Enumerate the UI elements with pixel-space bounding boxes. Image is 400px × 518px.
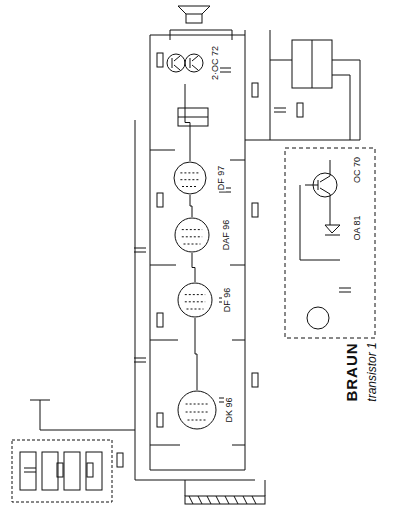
transformer-core <box>312 40 313 88</box>
tube-envelope <box>173 161 207 195</box>
transistor-leads <box>305 176 330 194</box>
connector-socket <box>307 307 329 329</box>
capacitor-symbol <box>24 468 36 472</box>
diode-symbol <box>325 225 340 235</box>
coil-winding <box>207 496 211 504</box>
tube-envelope <box>177 390 217 430</box>
coil-winding <box>252 496 256 504</box>
resistor-symbol <box>252 373 258 387</box>
antenna-symbol <box>30 400 135 430</box>
resistor-symbol <box>157 413 163 427</box>
wire <box>270 60 360 140</box>
inset-frame <box>12 440 112 502</box>
part-label: DF 96 <box>222 287 232 314</box>
coil-winding <box>225 496 229 504</box>
resistor-symbol <box>297 103 303 117</box>
speaker-symbol <box>186 14 202 23</box>
tube-node: DF 97 <box>173 161 207 195</box>
capacitor-symbol <box>274 108 286 112</box>
resistor-symbol <box>117 453 123 467</box>
part-label: OA 81 <box>352 214 362 241</box>
resistor-symbol <box>252 83 258 97</box>
inset-cell <box>20 452 36 490</box>
inset-cell <box>86 452 102 490</box>
coil-winding <box>216 496 220 504</box>
part-label: DAF 96 <box>221 219 231 252</box>
speaker-cone <box>178 6 210 14</box>
transistor-symbol <box>165 42 205 84</box>
tube-node: DF 96 <box>177 282 213 318</box>
resistor-symbol <box>252 203 258 217</box>
capacitor-symbol <box>134 248 146 252</box>
model-name: transistor 1 <box>366 341 379 402</box>
wire <box>135 35 290 480</box>
capacitor-symbol <box>339 288 351 292</box>
capacitor-symbol <box>134 358 146 362</box>
capacitor-symbol <box>219 68 231 72</box>
supply-rail <box>135 30 270 480</box>
tube-envelope <box>174 217 210 253</box>
module-box: OC 70 OA 81 <box>285 148 375 338</box>
coil-winding <box>198 496 202 504</box>
resistor-symbol <box>157 313 163 327</box>
part-label: DF 97 <box>216 165 226 192</box>
inset-cell <box>64 452 80 490</box>
wire <box>300 160 340 260</box>
wire <box>150 150 245 445</box>
coil-winding <box>243 496 247 504</box>
ferrite-rod <box>185 496 265 504</box>
resistor-symbol <box>157 193 163 207</box>
transistor-pair: 2·OC 72 <box>165 42 205 84</box>
transformer-core <box>178 117 208 118</box>
resistor-symbol <box>87 463 93 477</box>
part-label: DK 96 <box>224 396 234 423</box>
signal-wire <box>195 318 197 390</box>
resistor-symbol <box>157 53 163 67</box>
module-outline <box>285 148 375 338</box>
coil-winding <box>234 496 238 504</box>
signal-wire <box>192 253 195 282</box>
wire <box>185 480 265 496</box>
tube-node: DK 96 <box>177 390 217 430</box>
signal-wire <box>185 84 190 161</box>
interstage-transformer <box>178 108 208 126</box>
power-transformer <box>292 40 332 88</box>
tube-envelope <box>177 282 213 318</box>
inset-cell <box>42 452 58 490</box>
part-label: OC 70 <box>352 156 362 184</box>
part-label: 2·OC 72 <box>210 45 220 81</box>
brand-logo: BRAUN <box>344 341 360 402</box>
signal-wire <box>190 195 192 217</box>
tube-node: DAF 96 <box>174 217 210 253</box>
coil-winding <box>189 496 193 504</box>
